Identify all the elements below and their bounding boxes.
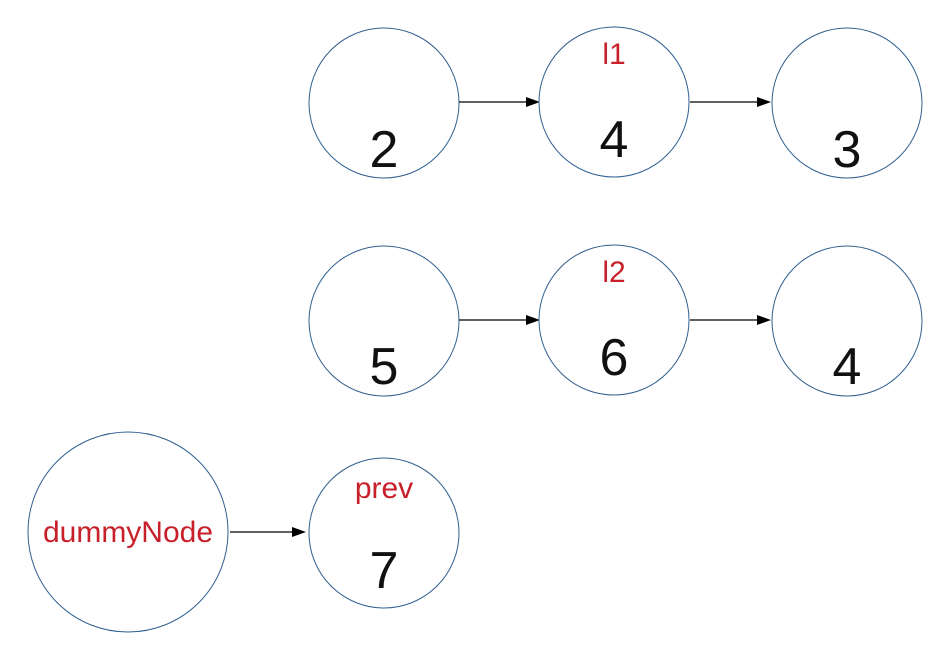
list2-node-2-value: 6 (600, 329, 629, 387)
l1-pointer-label: l1 (602, 38, 625, 71)
list1-node-1 (308, 27, 460, 179)
list2-node-1 (308, 245, 460, 397)
result-node-1-value: 7 (370, 542, 399, 600)
list1-edge-1-arrowhead (526, 97, 540, 107)
l2-pointer-label: l2 (602, 256, 625, 289)
list1: 2 l1 4 3 (308, 26, 923, 179)
list1-node-1-value: 2 (370, 121, 399, 179)
list1-node-3 (771, 27, 923, 179)
list2-node-3-value: 4 (833, 338, 862, 396)
list2-node-2 (538, 244, 690, 396)
list2-edge-2-arrowhead (757, 315, 771, 325)
result-edge-1-arrowhead (292, 527, 306, 537)
list1-node-2-value: 4 (600, 111, 629, 169)
dummy-node-label: dummyNode (43, 516, 213, 549)
list2: 5 l2 6 4 (308, 244, 923, 397)
list1-node-2 (538, 26, 690, 178)
list1-edge-2-arrowhead (757, 97, 771, 107)
list1-node-3-value: 3 (833, 121, 862, 179)
list2-edge-1-arrowhead (526, 315, 540, 325)
list2-node-1-value: 5 (370, 338, 399, 396)
result-node-1 (308, 457, 460, 609)
dummy-node (27, 431, 229, 633)
prev-pointer-label: prev (355, 472, 413, 505)
list2-node-3 (771, 245, 923, 397)
result-list: dummyNode prev 7 (27, 431, 460, 633)
